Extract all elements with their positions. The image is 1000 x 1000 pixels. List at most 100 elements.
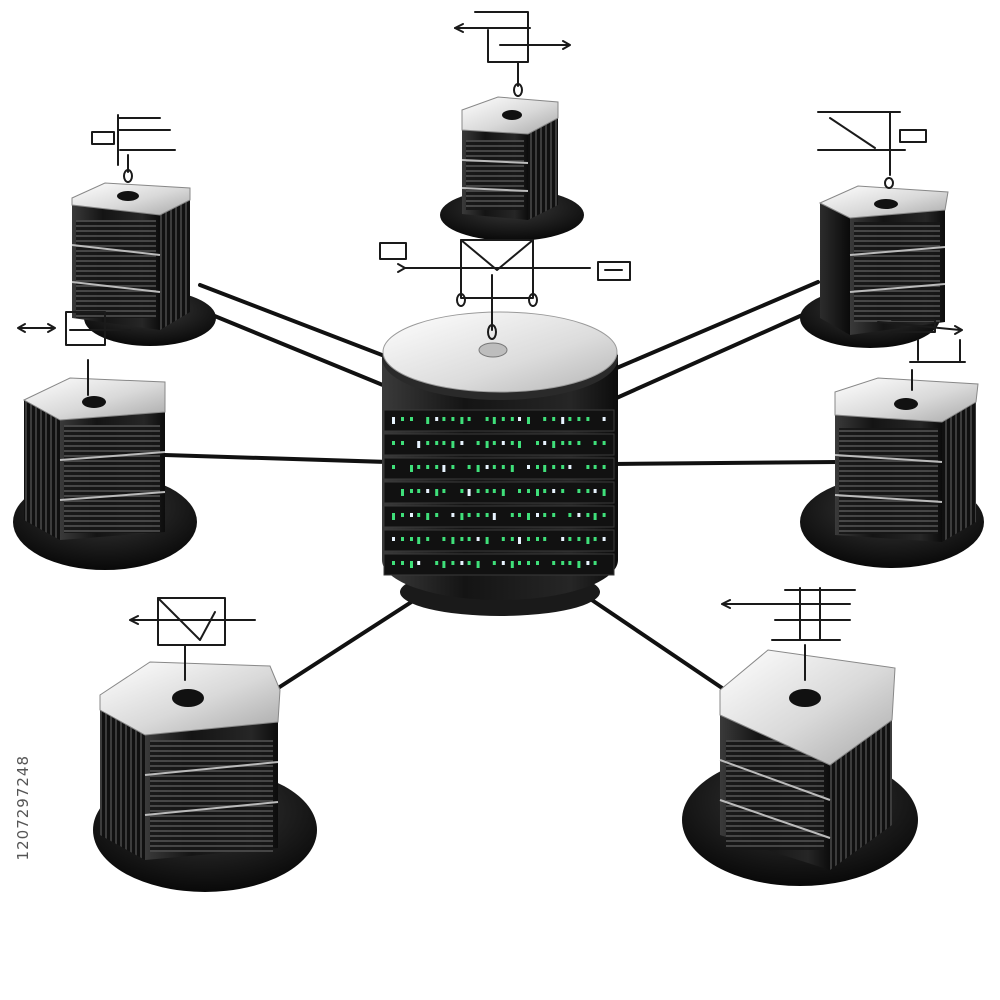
server-node-lower-right	[682, 649, 918, 886]
stock-image-id-watermark: 1207297248	[14, 755, 32, 861]
cable-upper-right-b	[610, 306, 820, 402]
hub-led	[543, 441, 547, 445]
cable-upper-left-a	[198, 283, 397, 362]
server-top	[719, 649, 896, 766]
hub-led	[492, 465, 496, 469]
hub-led	[552, 465, 556, 469]
hub-led	[593, 537, 597, 541]
hub-led	[518, 537, 521, 544]
hub-led	[401, 489, 404, 496]
hub-led	[442, 441, 446, 445]
hub-led	[536, 537, 539, 541]
hub-led	[568, 513, 572, 517]
hub-led	[451, 441, 455, 448]
sketch-diagram-mid-right	[877, 319, 966, 391]
hub-led	[417, 537, 421, 544]
hub-led	[467, 417, 471, 421]
sketch-diagram-mid-left	[17, 311, 131, 396]
hub-led	[410, 537, 413, 541]
hub-led	[602, 465, 606, 469]
hub-led	[410, 465, 413, 472]
hub-led	[460, 489, 464, 493]
hub-led	[527, 417, 530, 424]
central-hub-server	[382, 311, 618, 616]
hub-led	[451, 513, 455, 517]
hub-led	[577, 441, 581, 445]
server-front-grille	[466, 140, 524, 210]
hub-led	[485, 537, 489, 544]
sketch-diagram-upper-right	[817, 111, 927, 189]
server-port	[894, 398, 918, 410]
hub-led	[492, 417, 496, 424]
server-node-mid-right	[800, 377, 984, 568]
hub-led	[426, 513, 430, 520]
hub-led	[426, 465, 430, 469]
hub-led	[460, 537, 464, 541]
hub-led	[476, 561, 480, 568]
hub-led	[577, 537, 581, 541]
hub-rack-row	[383, 409, 615, 432]
hub-led	[561, 537, 565, 541]
hub-led	[501, 441, 505, 445]
server-front-grille	[150, 740, 273, 852]
hub-led	[392, 561, 395, 565]
hub-led	[476, 441, 480, 445]
hub-led	[543, 513, 547, 517]
sketch-diagram-top	[454, 11, 571, 97]
hub-led	[568, 465, 572, 469]
hub-led	[485, 417, 489, 421]
server-side	[830, 720, 892, 870]
hub-led	[392, 441, 395, 445]
hub-led	[510, 465, 514, 472]
server-port	[874, 199, 898, 209]
hub-led	[568, 441, 572, 445]
hub-led	[577, 513, 581, 517]
hub-led	[476, 489, 480, 493]
hub-port	[478, 342, 508, 358]
hub-led	[435, 465, 439, 469]
hub-led	[451, 537, 455, 544]
hub-led	[442, 417, 446, 421]
hub-led	[586, 537, 590, 544]
hub-led	[527, 489, 530, 493]
cable-upper-left-b	[198, 308, 397, 392]
hub-led	[593, 441, 597, 445]
hub-led	[401, 513, 404, 517]
server-port	[502, 110, 522, 120]
hub-led	[561, 489, 565, 493]
hub-led	[460, 513, 464, 520]
cable-lower-right	[578, 590, 727, 692]
hub-led	[392, 417, 395, 424]
server-node-mid-left	[13, 377, 197, 570]
hub-led	[485, 465, 489, 469]
hub-led	[401, 561, 404, 565]
hub-led	[451, 465, 455, 469]
hub-led	[401, 537, 404, 541]
hub-led	[527, 513, 530, 520]
hub-led	[510, 561, 514, 568]
sketch-diagram-upper-left	[91, 114, 176, 183]
hub-led	[510, 441, 514, 445]
hub-led	[492, 561, 496, 565]
hub-led	[392, 513, 395, 520]
hub-led	[602, 537, 606, 541]
hub-led	[426, 417, 430, 424]
hub-led	[501, 561, 505, 565]
hub-led	[568, 417, 572, 421]
hub-led	[527, 537, 530, 541]
hub-led	[510, 417, 514, 421]
hub-rack-row	[383, 505, 615, 528]
hub-led	[593, 513, 597, 520]
hub-led	[451, 561, 455, 565]
server-side	[24, 400, 60, 540]
hub-led	[577, 561, 581, 568]
network-cables	[163, 280, 840, 692]
hub-led	[417, 489, 421, 493]
hub-led	[451, 417, 455, 421]
hub-led	[602, 489, 606, 496]
cable-mid-left	[163, 453, 390, 464]
hub-led	[426, 537, 430, 541]
server-front-grille	[854, 222, 940, 322]
hub-led	[476, 537, 480, 541]
hub-led	[501, 537, 505, 541]
